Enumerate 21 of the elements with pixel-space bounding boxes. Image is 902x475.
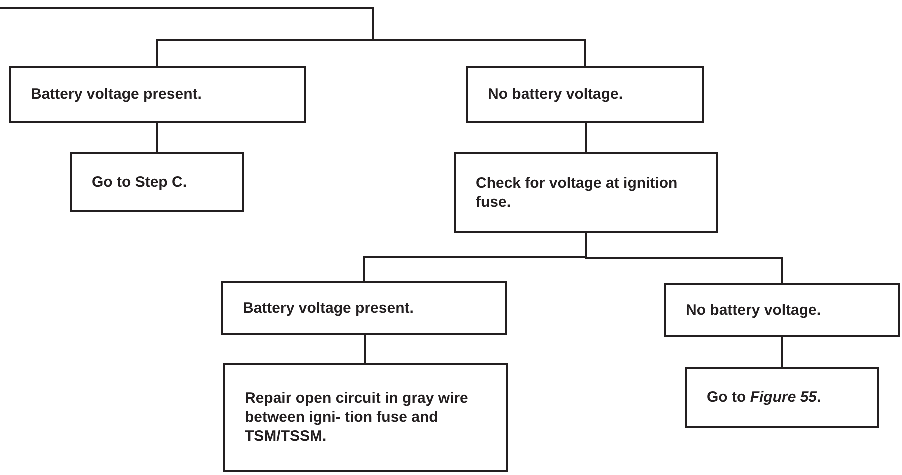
step-box (223, 363, 508, 472)
step-box (70, 152, 244, 212)
step-text: No battery voltage. (488, 85, 624, 104)
step-box (466, 66, 704, 123)
connector-line (0, 7, 586, 66)
connector-line (781, 337, 783, 367)
step-text: Go to Figure 55. (707, 388, 822, 407)
connector-line (364, 335, 366, 363)
step-text: Go to Step C. (92, 172, 188, 192)
step-text: Battery voltage present. (31, 85, 203, 104)
step-box (685, 367, 879, 428)
step-text: Repair open circuit in gray wire between igni- tion fuse and TSM/TSSM. (245, 389, 470, 446)
step-box (664, 283, 900, 337)
step-text: Check for voltage at ignition fuse. (476, 174, 679, 212)
step-box (454, 152, 718, 233)
step-text: Battery voltage present. (243, 298, 415, 318)
step-box (9, 66, 306, 123)
step-text: No battery voltage. (686, 300, 822, 320)
connector-line (585, 123, 587, 152)
step-box (221, 281, 507, 335)
connector-line (156, 123, 158, 152)
